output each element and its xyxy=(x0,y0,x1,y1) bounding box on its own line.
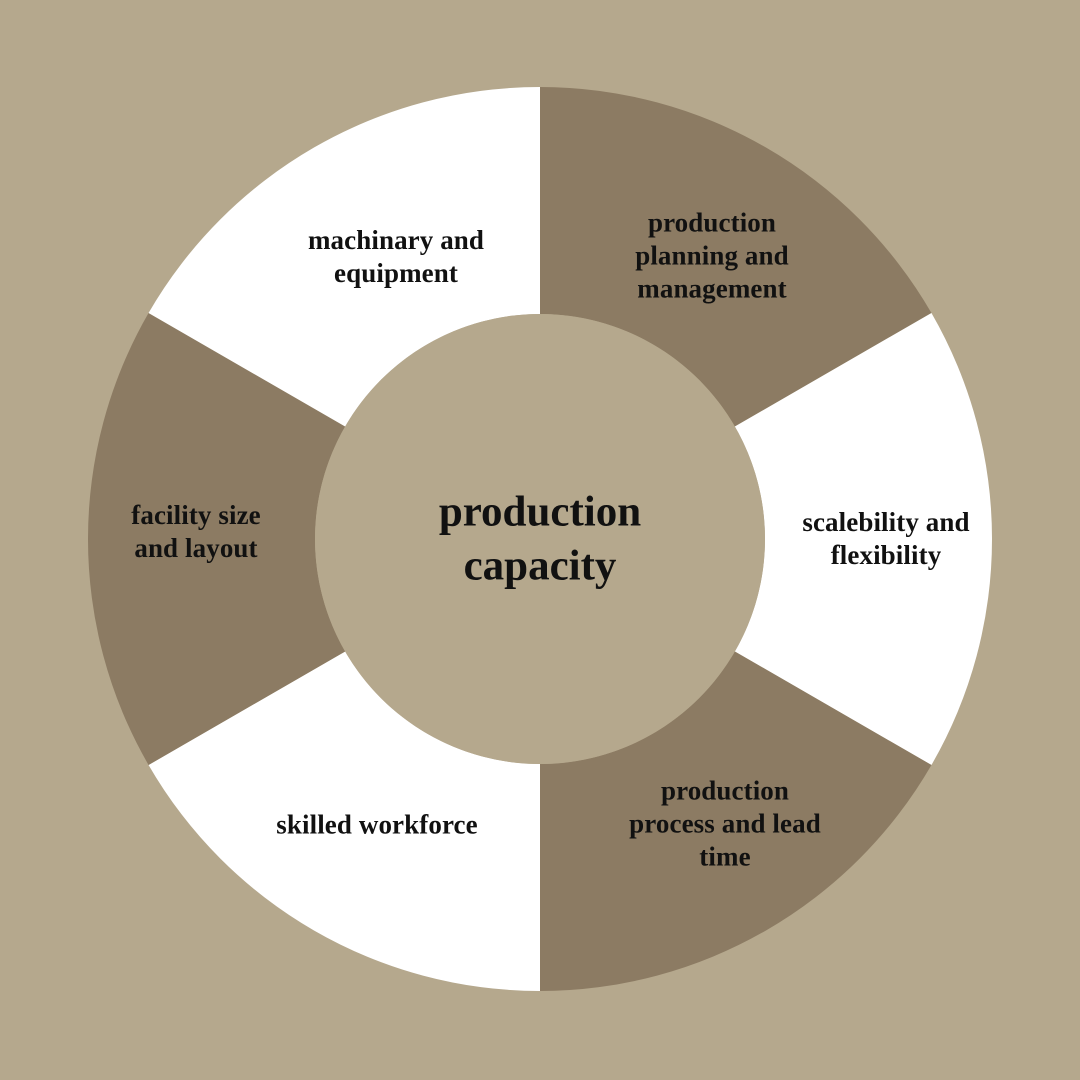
donut-segment-facility-size-and-layout[interactable] xyxy=(87,313,346,765)
donut-segment-skilled-workforce[interactable] xyxy=(148,651,540,992)
donut-segment-machinary-and-equipment[interactable] xyxy=(148,87,540,427)
center-hub xyxy=(315,314,765,764)
center-label: production capacity xyxy=(438,488,642,589)
donut-segment-scalebility-and-flexibility[interactable] xyxy=(734,313,992,765)
donut-segment-production-process-and-lead-time[interactable] xyxy=(540,651,932,992)
segment-group xyxy=(87,87,992,992)
donut-segment-production-planning-and-management[interactable] xyxy=(540,87,932,427)
